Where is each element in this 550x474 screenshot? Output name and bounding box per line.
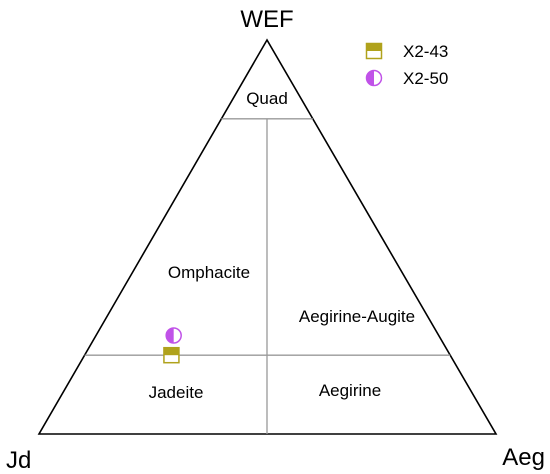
legend-label-x2-50: X2-50 [403,69,448,88]
marker-square-fill [163,347,179,356]
legend-label-x2-43: X2-43 [403,42,448,61]
data-point-x2-43-0 [163,346,180,364]
marker-circle-fill [366,70,374,86]
legend-symbol-x2-43 [365,42,383,60]
marker-circle-fill [166,328,174,343]
field-boundaries [84,118,451,434]
field-label-jadeite: Jadeite [149,383,204,402]
legend-symbol-x2-50 [365,69,383,87]
legend: X2-43 X2-50 [365,42,448,88]
vertex-label-aeg: Aeg [502,444,545,471]
field-label-omphacite: Omphacite [168,263,250,282]
legend-marker-x2-50 [365,69,383,87]
field-label-quad: Quad [246,89,288,108]
vertex-label-wef: WEF [240,6,293,33]
marker-square-fill [366,43,382,51]
data-points [163,327,182,364]
vertex-label-jd: Jd [6,447,31,474]
data-point-x2-50-0 [165,327,182,344]
field-label-aegirine-augite: Aegirine-Augite [299,307,415,326]
legend-marker-x2-43 [365,42,383,60]
field-label-aegirine: Aegirine [319,381,381,400]
